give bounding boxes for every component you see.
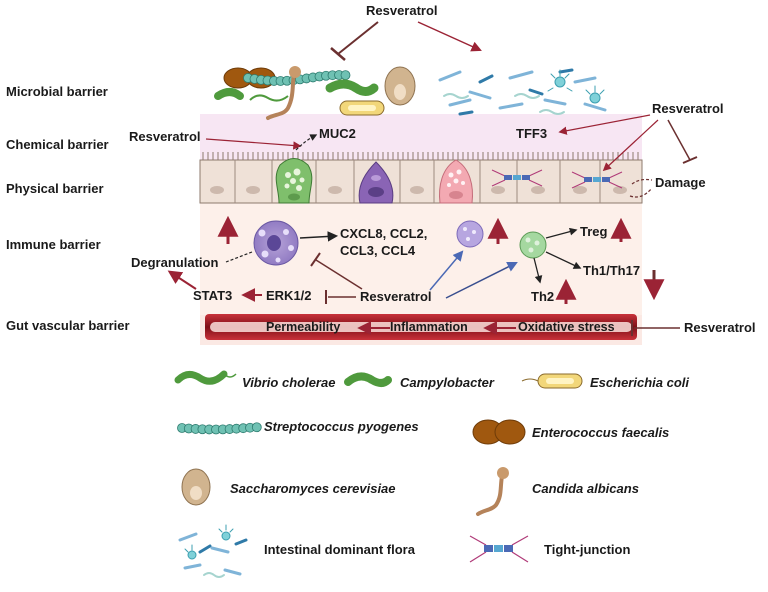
label-muc2: MUC2	[319, 126, 356, 141]
intestinal-flora	[438, 68, 607, 116]
legend-streptococcus: Streptococcus pyogenes	[264, 419, 419, 434]
legend-icons	[174, 370, 583, 578]
dc-to-th1th17	[545, 251, 582, 269]
label-th1th17: Th1/Th17	[583, 263, 641, 278]
enterococcus-icon	[472, 419, 526, 445]
label-permeability: Permeability	[266, 320, 341, 334]
promote-muc2	[205, 138, 302, 150]
candida-icon	[476, 467, 509, 516]
inhibit-pathogens	[337, 21, 379, 55]
ecoli-icon	[521, 373, 583, 389]
promote-tight-junction	[602, 119, 659, 172]
saccharomyces-icon	[181, 468, 211, 506]
label-stat3: STAT3	[193, 288, 233, 303]
epithelium	[199, 152, 643, 204]
barrier-vascular: Gut vascular barrier	[6, 318, 130, 333]
label-inflammation: Inflammation	[390, 320, 468, 334]
streptococcus-icon	[177, 422, 262, 435]
stat3-to-degranulation	[167, 270, 197, 290]
paneth-cell	[439, 159, 473, 204]
goblet-cell	[275, 158, 313, 204]
barrier-physical: Physical barrier	[6, 181, 104, 196]
campylobacter-icon	[344, 372, 392, 387]
inhibit-mast-cell	[315, 259, 363, 290]
mast-cell	[253, 220, 299, 266]
dendritic-cell	[519, 231, 547, 259]
dc-to-th2	[533, 257, 543, 284]
promote-flora	[417, 21, 482, 52]
label-treg: Treg	[580, 224, 608, 239]
legend-campylobacter: Campylobacter	[400, 375, 494, 390]
tuft-cell	[358, 161, 394, 204]
barrier-microbial: Microbial barrier	[6, 84, 108, 99]
promote-granulocyte	[429, 250, 464, 291]
label-degranulation: Degranulation	[131, 255, 219, 270]
tight-junction-2	[571, 171, 623, 189]
intestinal-flora-icon	[178, 524, 248, 578]
mast-to-cytokines	[299, 231, 339, 242]
legend-vibrio: Vibrio cholerae	[242, 375, 336, 390]
promote-tff3	[558, 114, 651, 135]
legend-ecoli: Escherichia coli	[590, 375, 689, 390]
legend-candida: Candida albicans	[532, 481, 639, 496]
label-resveratrol-chemical: Resveratrol	[129, 129, 201, 144]
tight-junction-icon	[469, 535, 529, 563]
legend-enterococcus: Enterococcus faecalis	[532, 425, 670, 440]
barrier-immune: Immune barrier	[6, 237, 101, 252]
microbes-left	[214, 66, 416, 120]
legend-saccharomyces: Saccharomyces cerevisiae	[230, 481, 396, 496]
label-cytokines-1: CXCL8, CCL2,	[340, 226, 428, 241]
barrier-chemical: Chemical barrier	[6, 137, 109, 152]
label-resveratrol-right: Resveratrol	[652, 101, 724, 116]
label-th2: Th2	[531, 289, 555, 304]
label-resveratrol-vascular: Resveratrol	[684, 320, 756, 335]
mucus-layer	[200, 114, 642, 160]
label-cytokines-2: CCL3, CCL4	[340, 243, 416, 258]
vibrio-icon	[174, 370, 228, 385]
inhibit-damage	[667, 119, 691, 161]
label-oxidative-stress: Oxidative stress	[518, 320, 615, 334]
label-tff3: TFF3	[516, 126, 548, 141]
label-damage: Damage	[655, 175, 706, 190]
granulocyte	[456, 220, 484, 248]
dc-to-treg	[545, 227, 578, 239]
legend-tight-junction: Tight-junction	[544, 542, 631, 557]
label-resveratrol-top: Resveratrol	[366, 3, 438, 18]
label-resveratrol-center: Resveratrol	[360, 289, 432, 304]
tight-junction-1	[491, 169, 543, 187]
promote-dendritic	[445, 262, 518, 299]
legend-flora: Intestinal dominant flora	[264, 542, 415, 557]
label-erk: ERK1/2	[266, 288, 312, 303]
